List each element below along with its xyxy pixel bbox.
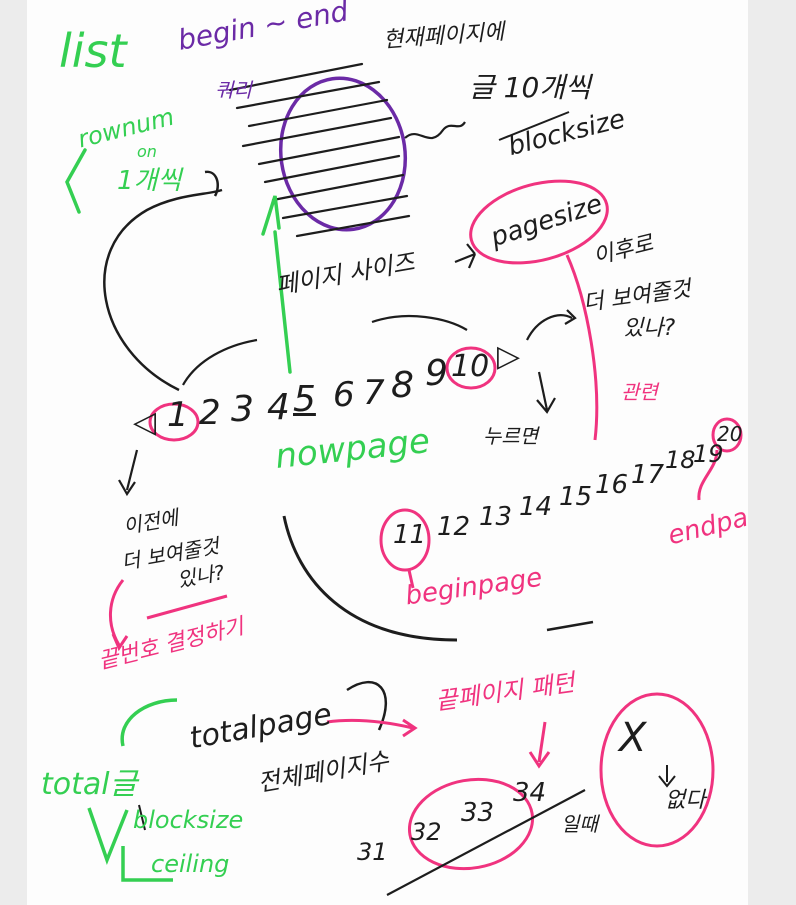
totalpage-arrow [326, 718, 418, 738]
page-18: 18 [665, 446, 696, 474]
big-curve-arrow [103, 188, 223, 392]
pager-next: ▷ [497, 339, 521, 374]
bottom-pages-circle [407, 777, 535, 871]
label-rownum-3: 1개씩 [117, 166, 182, 196]
label-total-count: total글 [41, 767, 138, 802]
range-arc [371, 314, 468, 331]
page-10: 10 [451, 349, 490, 384]
page-17: 17 [631, 460, 665, 490]
nowpage-link [261, 195, 292, 374]
rownum-bracket [65, 148, 87, 214]
label-pressing: 누르면 [483, 424, 539, 448]
label-x-mark: X [619, 715, 647, 761]
page-7: 7 [363, 373, 385, 413]
count-arrow [404, 121, 466, 140]
page-1-circle [148, 402, 200, 442]
page-9: 9 [425, 353, 448, 394]
page-19: 19 [693, 440, 724, 468]
page-8: 8 [391, 365, 414, 406]
label-relation: 관련 [621, 380, 658, 404]
label-rownum-2: on [137, 142, 157, 161]
sketch-strokes [65, 62, 743, 896]
bottom-curve [282, 515, 458, 642]
page-3: 3 [231, 389, 254, 430]
bottom-page-31: 31 [357, 838, 388, 866]
label-more-visible-2: 있나? [623, 316, 676, 341]
page-5: 5 [293, 379, 316, 420]
label-count: 글 10개씩 [469, 71, 591, 104]
page-6: 6 [333, 375, 355, 415]
whiteboard-canvas: list begin ~ end 쿼리 현재페이지에 글 10개씩 blocks… [27, 0, 748, 905]
page-14: 14 [519, 492, 553, 522]
page-16: 16 [595, 470, 629, 500]
query-block-circle [278, 76, 408, 232]
label-ceiling: ceiling [151, 850, 230, 878]
none-circle [599, 692, 715, 848]
bottom-page-33: 33 [461, 798, 495, 828]
pagesize-circle [469, 179, 609, 265]
page-15: 15 [559, 482, 593, 512]
page-11-circle [379, 508, 431, 572]
relation-line [565, 254, 599, 441]
result-rows-hatch [228, 62, 411, 238]
pager-prev: ◁ [133, 405, 157, 440]
label-when: 일때 [561, 812, 598, 836]
page-2: 2 [199, 393, 221, 433]
page-10-circle [445, 346, 497, 390]
bottom-page-32: 32 [411, 818, 442, 846]
page-4: 4 [267, 387, 290, 428]
label-query: 쿼리 [215, 78, 252, 102]
bottom-page-34: 34 [513, 778, 547, 808]
label-blocksize-bottom: blocksize [133, 806, 244, 834]
label-list: list [59, 24, 127, 78]
page-13: 13 [479, 502, 513, 532]
page-11: 11 [393, 520, 427, 550]
page-1: 1 [167, 395, 189, 435]
page-20: 20 [717, 422, 743, 446]
label-none: 없다 [665, 788, 706, 813]
page-12: 12 [437, 512, 471, 542]
page-20-circle [711, 417, 743, 453]
